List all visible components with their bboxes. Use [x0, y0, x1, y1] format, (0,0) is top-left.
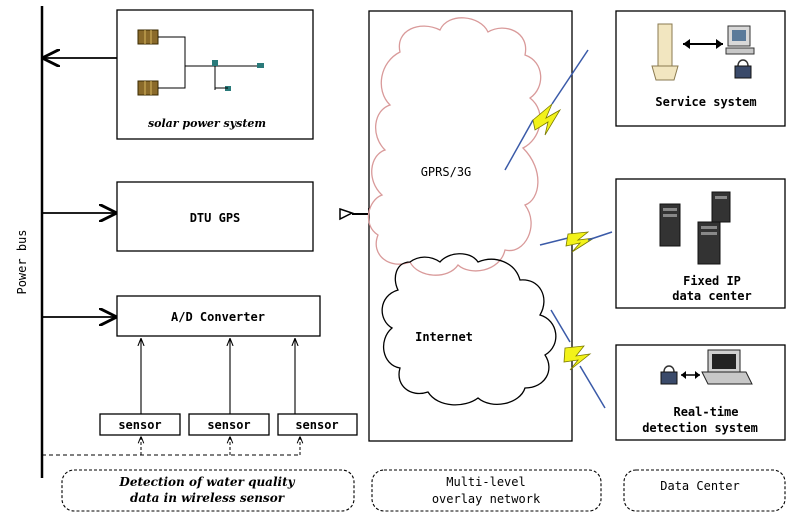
group-middle-line2: overlay network	[432, 492, 541, 506]
gprs-label: GPRS/3G	[421, 165, 472, 179]
server-icon	[659, 191, 731, 265]
group-right-label: Data Center	[660, 479, 739, 493]
bidirectional-arrow-icon	[681, 371, 700, 379]
solar-power-label: solar power system	[148, 117, 266, 130]
ad-converter-box	[116, 295, 321, 337]
lightning-icon	[539, 231, 613, 253]
realtime-label-line1: Real-time	[673, 405, 738, 419]
internet-cloud	[381, 253, 557, 406]
sensor-box-3	[277, 413, 358, 436]
group-middle-line1: Multi-level	[446, 475, 525, 489]
computer-icon	[725, 25, 755, 55]
sensor-label-3: sensor	[295, 418, 338, 432]
internet-label: Internet	[415, 330, 473, 344]
solar-panel-icon	[137, 29, 264, 96]
lock-icon	[660, 365, 678, 385]
group-left-line1: Detection of water quality	[118, 475, 295, 489]
realtime-detection-box	[615, 344, 786, 441]
power-bus-label: Power bus	[15, 229, 29, 294]
gprs-cloud	[367, 17, 542, 276]
dtu-gps-label: DTU GPS	[190, 211, 241, 225]
lightning-icon	[550, 309, 606, 409]
fixed-ip-label-line2: data center	[672, 289, 751, 303]
sensor-box-1	[99, 413, 181, 436]
laptop-icon	[701, 349, 753, 385]
service-system-label: Service system	[655, 95, 756, 109]
group-middle-box	[371, 469, 602, 512]
realtime-label-line2: detection system	[642, 421, 758, 435]
server-icon	[651, 23, 679, 81]
group-right-box	[623, 469, 786, 512]
ad-converter-label: A/D Converter	[171, 310, 265, 324]
lightning-icon	[504, 49, 589, 171]
lock-icon	[734, 59, 752, 79]
service-system-box	[615, 10, 786, 127]
bidirectional-arrow-icon	[683, 39, 723, 49]
fixed-ip-label-line1: Fixed IP	[683, 274, 741, 288]
sensor-label-2: sensor	[207, 418, 250, 432]
group-left-line2: data in wireless sensor	[130, 491, 286, 505]
sensor-label-1: sensor	[118, 418, 161, 432]
network-box	[368, 10, 573, 442]
sensor-box-2	[188, 413, 270, 436]
group-left-box	[61, 469, 355, 512]
dtu-gps-box	[116, 181, 314, 252]
